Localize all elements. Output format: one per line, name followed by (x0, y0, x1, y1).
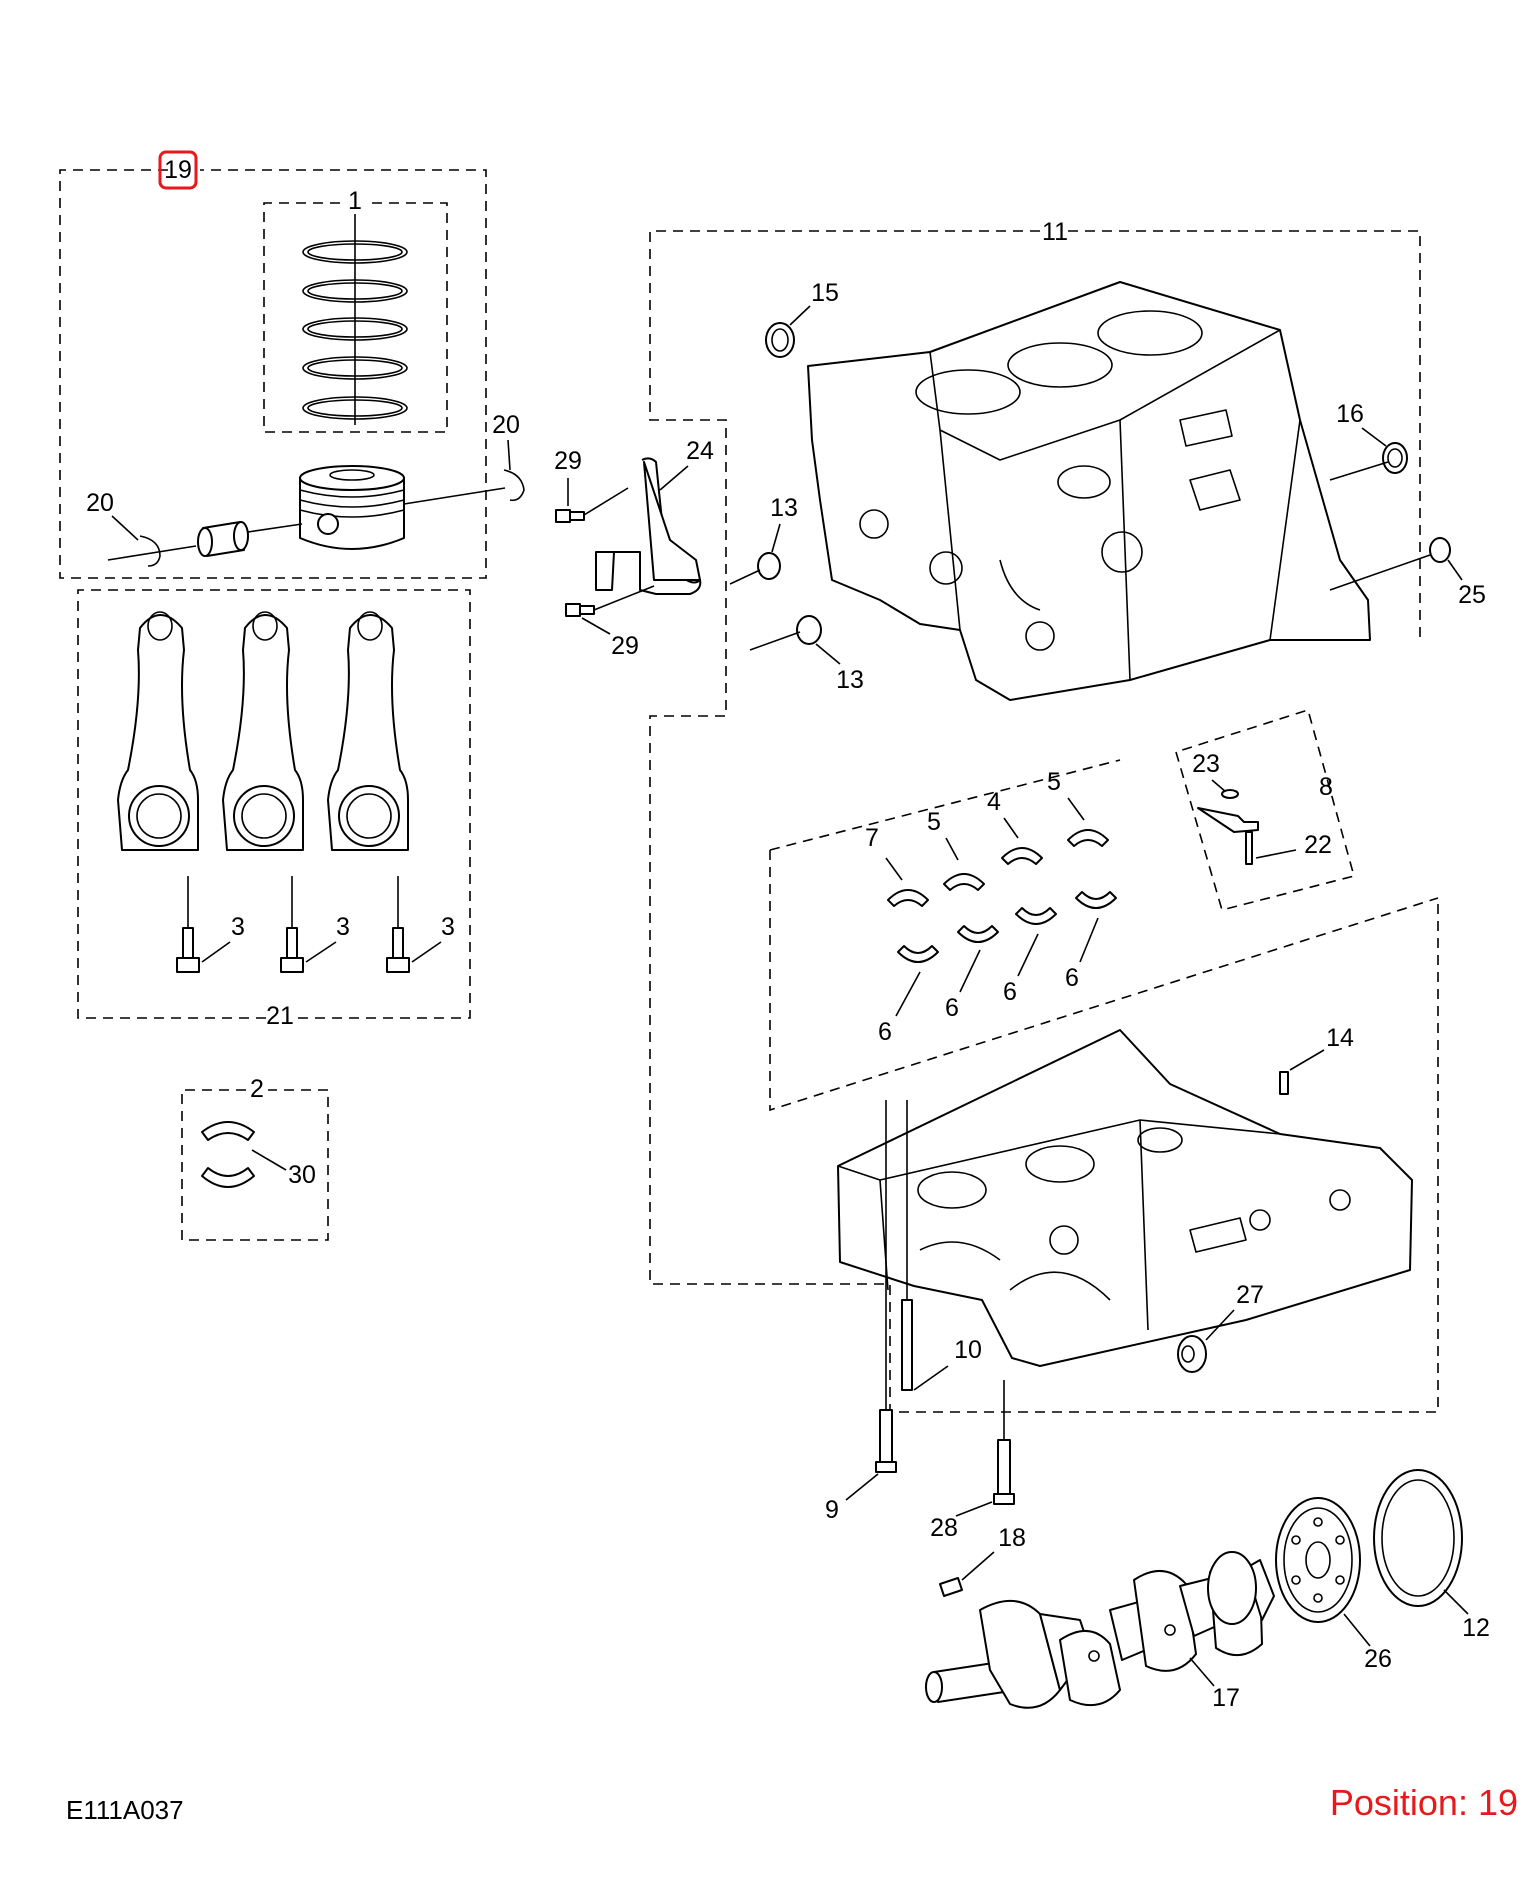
circlip-left (139, 535, 161, 567)
callout-13-bottom[interactable]: 13 (836, 666, 864, 694)
callout-25[interactable]: 25 (1458, 581, 1486, 609)
key-18 (939, 1577, 963, 1597)
callout-27[interactable]: 27 (1236, 1281, 1264, 1309)
callout-13-top[interactable]: 13 (770, 494, 798, 522)
callout-3-a[interactable]: 3 (231, 913, 245, 941)
diagram-code: E111A037 (66, 1795, 184, 1825)
callout-5-right[interactable]: 5 (1047, 768, 1061, 796)
group-1-piston-rings[interactable]: 1 (263, 187, 448, 433)
callout-15[interactable]: 15 (811, 279, 839, 307)
group-11-cylinder-block-assembly[interactable]: 11 15 16 25 (554, 218, 1486, 1413)
callout-20-right[interactable]: 20 (492, 411, 520, 439)
callout-28[interactable]: 28 (930, 1514, 958, 1542)
callout-16[interactable]: 16 (1336, 400, 1364, 428)
callout-7[interactable]: 7 (865, 824, 879, 852)
callout-1[interactable]: 1 (348, 187, 362, 215)
dowel-25 (1429, 537, 1451, 563)
plug-13-bottom (796, 615, 822, 645)
plug-16 (1382, 442, 1408, 474)
group-main-bearings[interactable]: 7 5 4 5 6 6 6 6 (769, 759, 1439, 1112)
callout-21[interactable]: 21 (266, 1002, 294, 1030)
callout-11[interactable]: 11 (1042, 218, 1068, 246)
piston-pin (197, 521, 249, 557)
connecting-rod-1 (117, 611, 199, 930)
connecting-rod-3 (327, 611, 409, 930)
crankshaft (925, 1551, 1275, 1709)
callout-6-b[interactable]: 6 (945, 994, 959, 1022)
callout-23[interactable]: 23 (1192, 750, 1220, 778)
dowel-14 (1279, 1071, 1289, 1095)
rod-bolts (176, 927, 410, 973)
callout-22[interactable]: 22 (1304, 831, 1332, 859)
callout-30[interactable]: 30 (288, 1161, 316, 1189)
group-8-oil-jet[interactable]: 8 23 22 (1175, 708, 1355, 911)
callout-26[interactable]: 26 (1364, 1645, 1392, 1673)
callout-8[interactable]: 8 (1319, 773, 1333, 801)
circlip-right (503, 469, 525, 502)
callout-29-top[interactable]: 29 (554, 447, 582, 475)
callout-2[interactable]: 2 (250, 1075, 264, 1103)
group-21-connecting-rods[interactable]: 21 3 (77, 589, 471, 1030)
callout-24[interactable]: 24 (686, 437, 714, 465)
callout-4[interactable]: 4 (987, 788, 1001, 816)
highlight-box-19 (158, 150, 198, 190)
callout-6-c[interactable]: 6 (1003, 978, 1017, 1006)
upper-cylinder-block (807, 281, 1371, 701)
callout-10[interactable]: 10 (954, 1336, 982, 1364)
group-19-piston-assembly[interactable]: 19 1 (59, 150, 525, 579)
callout-17[interactable]: 17 (1212, 1684, 1240, 1712)
connecting-rod-2 (222, 611, 304, 930)
callout-6-a[interactable]: 6 (878, 1018, 892, 1046)
position-indicator: Position: 19 (1329, 1782, 1518, 1823)
callout-3-b[interactable]: 3 (336, 913, 350, 941)
plug-13-top (757, 552, 781, 580)
callout-6-d[interactable]: 6 (1065, 964, 1079, 992)
bolt-29-top (555, 509, 585, 523)
callout-12[interactable]: 12 (1462, 1614, 1490, 1642)
lower-block-bedplate (837, 1029, 1413, 1367)
callout-18[interactable]: 18 (998, 1524, 1026, 1552)
bolt-29-bottom (565, 603, 595, 617)
group-2-rod-bearings[interactable]: 2 30 (181, 1075, 329, 1241)
plug-15 (765, 322, 795, 358)
bolt-28 (993, 1380, 1015, 1505)
callout-20-left[interactable]: 20 (86, 489, 114, 517)
reluctor-ring-26 (1275, 1497, 1361, 1623)
rear-main-seal-12 (1373, 1469, 1463, 1607)
bolt-10 (901, 1299, 913, 1391)
baffle-bracket-24 (595, 457, 702, 595)
callout-29-bottom[interactable]: 29 (611, 632, 639, 660)
callout-19[interactable]: 19 (164, 156, 192, 184)
callout-5-left[interactable]: 5 (927, 808, 941, 836)
piston-ring-set (302, 240, 408, 420)
seal-27 (1177, 1335, 1207, 1373)
oil-jet (1197, 807, 1259, 833)
callout-3-c[interactable]: 3 (441, 913, 455, 941)
main-bearing-shells-lower (897, 891, 1117, 963)
bolt-9 (875, 1100, 897, 1473)
callout-14[interactable]: 14 (1326, 1024, 1354, 1052)
piston (299, 465, 405, 550)
callout-9[interactable]: 9 (825, 1496, 839, 1524)
main-bearing-shells-upper (887, 829, 1109, 907)
